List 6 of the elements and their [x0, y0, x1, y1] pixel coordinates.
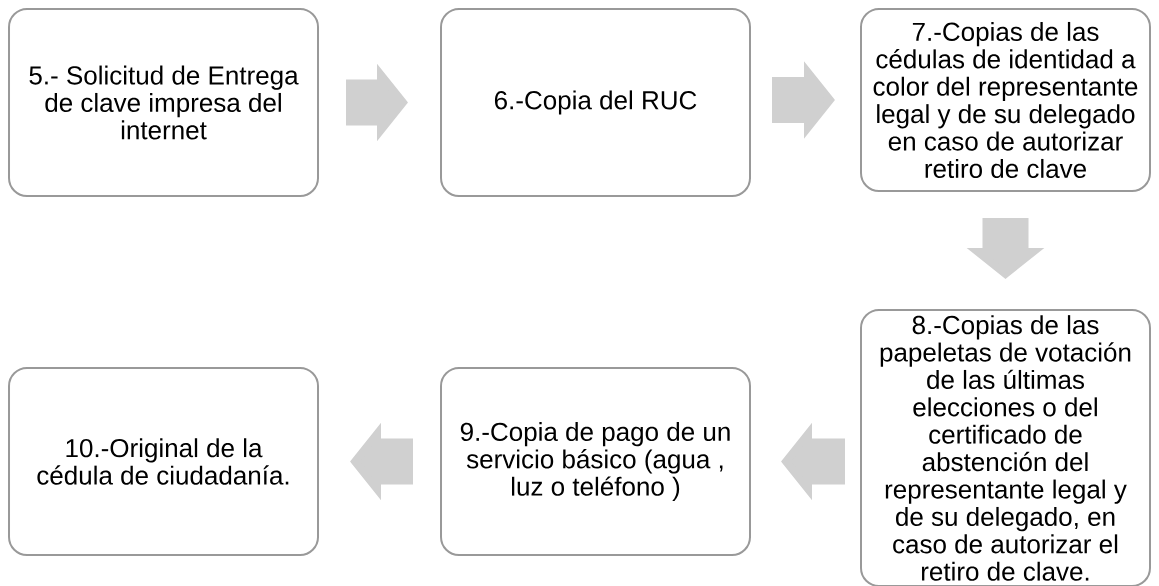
- process-box: 8.-Copias de las papeletas de votación de las últimas elecciones o del certificado de abstención del representante legal y de su delegado, en caso de autorizar el retiro de clave.: [860, 309, 1151, 586]
- process-box: 5.- Solicitud de Entrega de clave impresa del internet: [8, 8, 319, 197]
- process-box: 6.-Copia del RUC: [440, 8, 751, 197]
- process-box: 7.-Copias de las cédulas de identidad a color del representante legal y de su delegado en caso de autorizar retiro de clave: [860, 8, 1151, 192]
- process-box: 10.-Original de la cédula de ciudadanía.: [8, 367, 319, 556]
- process-box: 9.-Copia de pago de un servicio básico (agua , luz o teléfono ): [440, 367, 751, 556]
